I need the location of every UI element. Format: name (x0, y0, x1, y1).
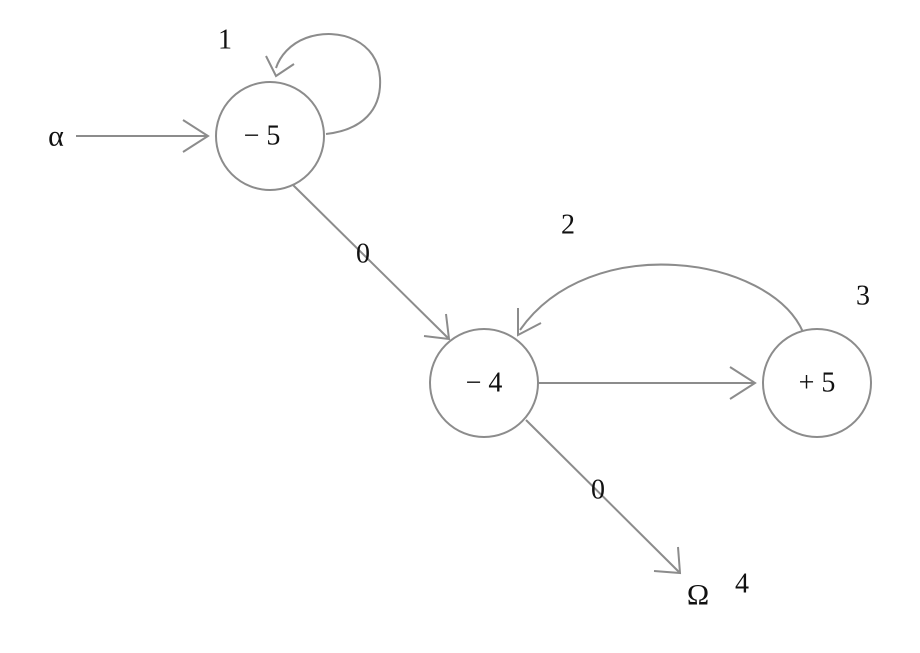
node-1-weight: − 5 (244, 121, 281, 152)
edge-node-2-to-node-3 (538, 366, 757, 400)
node-3-index: 3 (856, 281, 870, 312)
node-3-weight: + 5 (799, 368, 836, 399)
node-4-index: 4 (735, 569, 749, 600)
edge-node-1-to-node-2 (292, 184, 451, 341)
start-label: α (48, 120, 64, 153)
node-3 (762, 328, 872, 438)
node-1 (215, 81, 325, 191)
node-2-weight: − 4 (466, 368, 503, 399)
edge-node-3-to-node-2 (517, 263, 804, 337)
edge-node-1-to-node-2-label: 0 (356, 239, 370, 270)
edge-start-to-node-1 (76, 119, 210, 153)
node-1-index: 1 (218, 25, 232, 56)
node-2 (429, 328, 539, 438)
edge-node-2-to-end (525, 419, 682, 575)
edge-node-2-to-end-label: 0 (591, 475, 605, 506)
edge-node-1-self-loop (265, 33, 382, 135)
end-label: Ω (687, 579, 709, 612)
node-2-index: 2 (561, 210, 575, 241)
